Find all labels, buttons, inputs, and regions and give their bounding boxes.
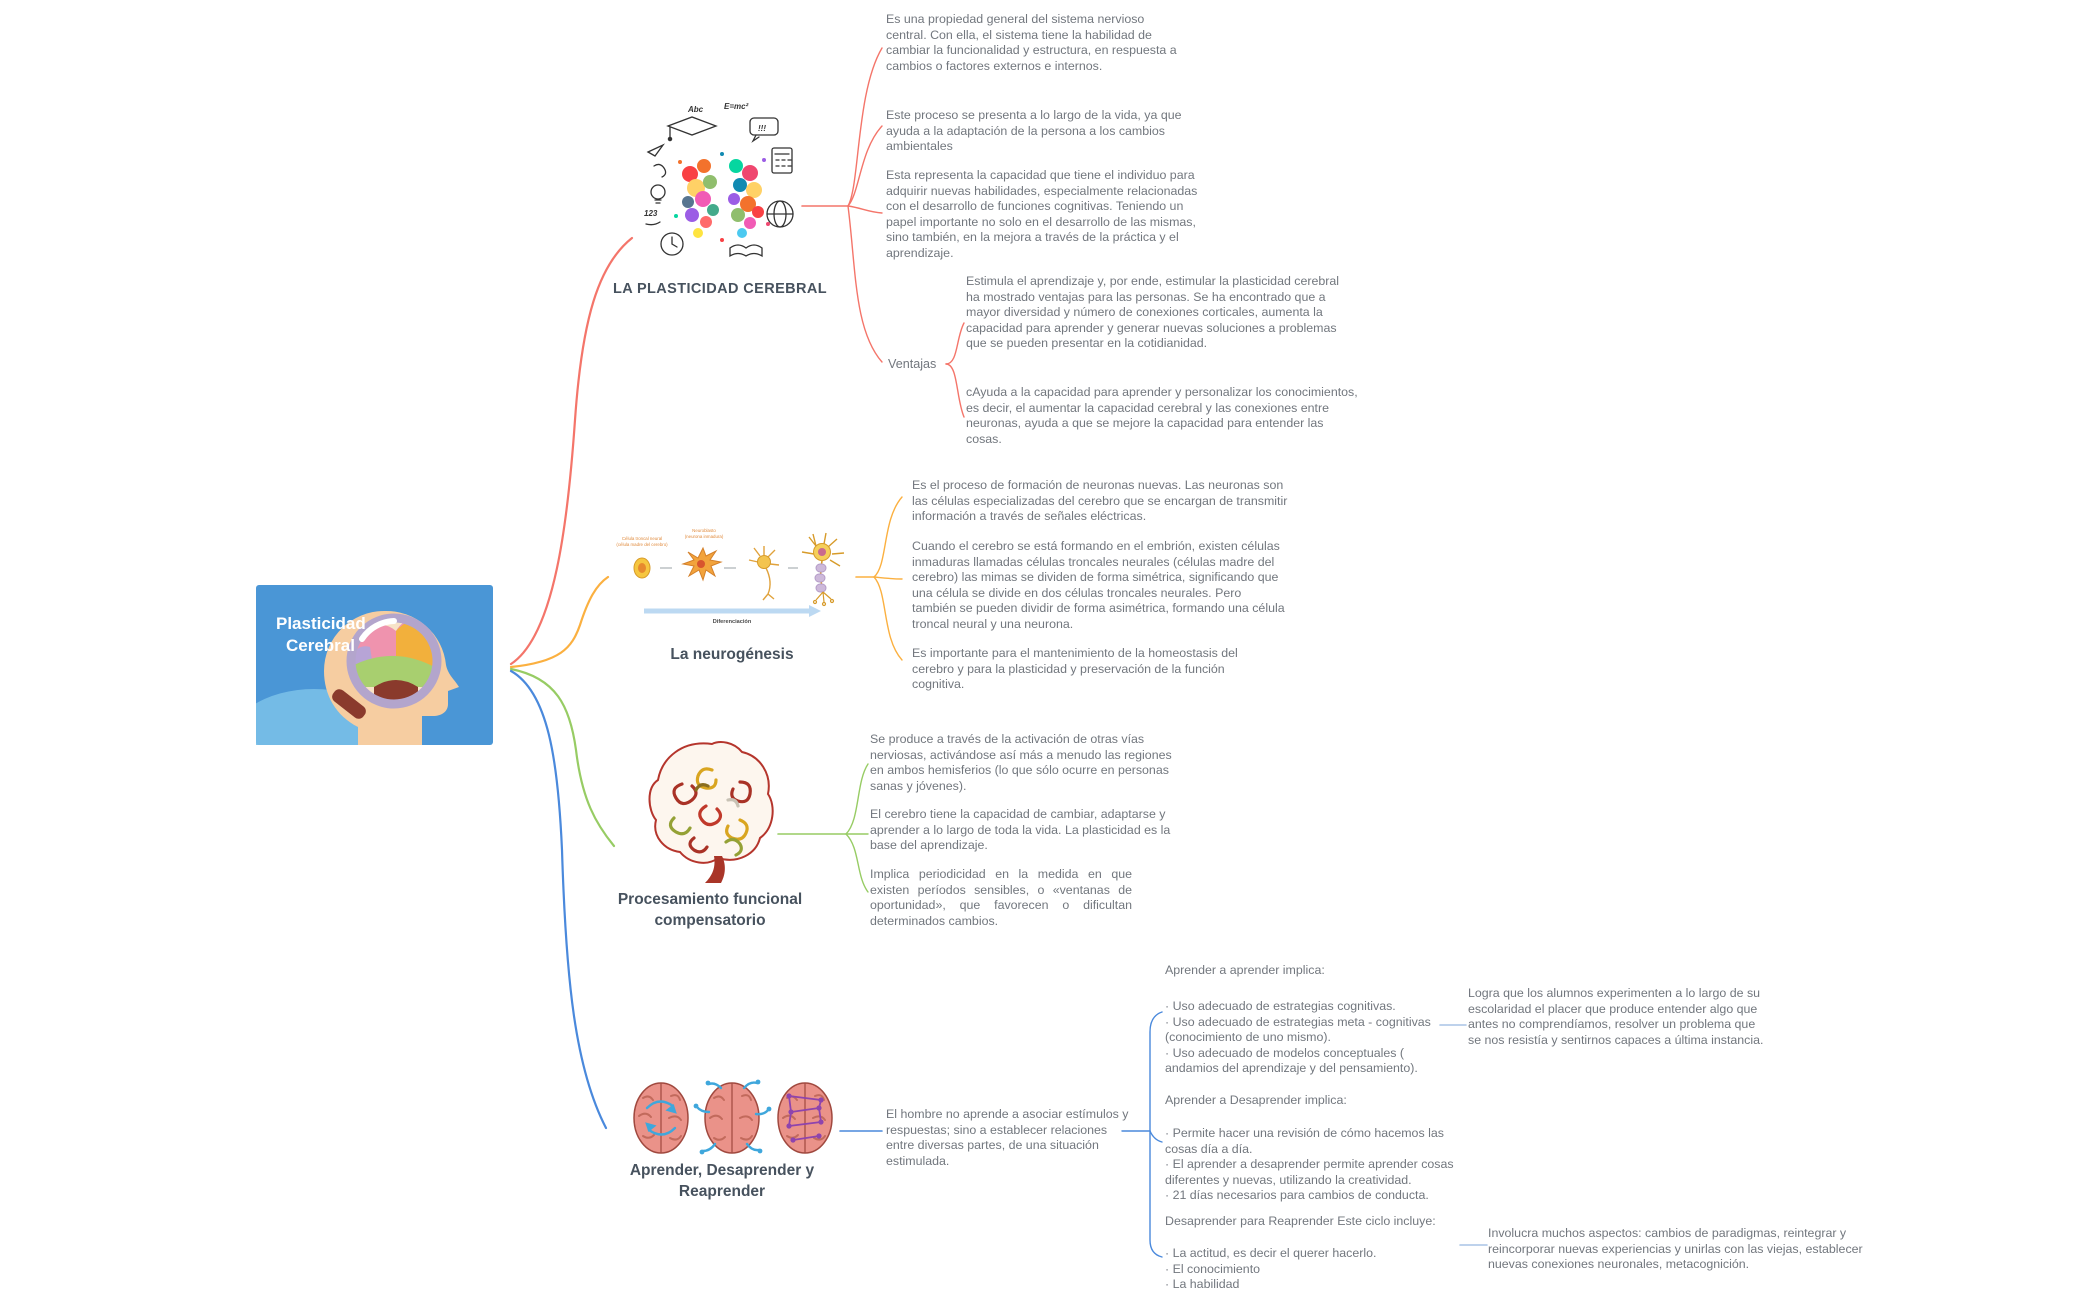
topic-aprender[interactable] [625, 1078, 840, 1160]
swirl-brain-image [648, 741, 774, 883]
aprender-title-line2: Reaprender [678, 1183, 766, 1200]
note-aprender-right-2[interactable]: Involucra muchos aspectos: cambios de pa… [1488, 1226, 1863, 1272]
colorful-brain-shape [674, 152, 770, 242]
note-ventajas-2[interactable]: cAyuda a la capacidad para aprender y pe… [966, 385, 1358, 446]
topic-title-procesamiento: Procesamiento funcional compensatorio [560, 889, 860, 931]
note-neurogenesis-3[interactable]: Es importante para el mantenimiento de l… [912, 646, 1238, 692]
note-aprender-main[interactable]: El hombre no aprende a asociar estímulos… [886, 1107, 1129, 1168]
note-aprender-heading-1[interactable]: Aprender a aprender implica: [1165, 963, 1325, 977]
neuro-label-cell-1: Célula troncal neural [622, 536, 662, 541]
central-title-line2: Cerebral [286, 636, 355, 655]
doodle-numbers-text: 123 [644, 209, 658, 218]
neuron-differentiation-image: Célula troncal neural (célula madre del … [616, 528, 845, 625]
neuro-label-neuroblast-1: Neuroblasto [692, 528, 716, 533]
note-plasticidad-1[interactable]: Es una propiedad general del sistema ner… [886, 12, 1177, 73]
doodle-exclamation-text: !!! [758, 124, 766, 133]
doodle-emc-text: E=mc² [724, 102, 749, 111]
note-plasticidad-3[interactable]: Esta representa la capacidad que tiene e… [886, 168, 1198, 260]
note-plasticidad-2[interactable]: Este proceso se presenta a lo largo de l… [886, 108, 1182, 154]
neuro-label-neuroblast-2: (neurona inmadura) [685, 534, 724, 539]
procesamiento-title-line2: compensatorio [654, 912, 766, 929]
topic-procesamiento[interactable] [642, 736, 784, 886]
central-topic[interactable]: Plasticidad Cerebral [256, 585, 493, 745]
note-procesamiento-3[interactable]: Implica periodicidad en la medida en que… [870, 867, 1132, 928]
note-aprender-bullets-1[interactable]: · Uso adecuado de estrategias cognitivas… [1165, 999, 1431, 1076]
three-brains-image [633, 1079, 833, 1155]
topic-title-plasticidad: LA PLASTICIDAD CEREBRAL [612, 281, 828, 297]
note-aprender-bullets-3[interactable]: · La actitud, es decir el querer hacerlo… [1165, 1246, 1377, 1292]
neuro-label-cell-2: (célula madre del cerebro) [616, 542, 668, 547]
neuro-label-arrow: Diferenciación [713, 619, 752, 625]
brain-doodle-image: Abc E=mc² !!! 123 [644, 102, 794, 258]
note-procesamiento-2[interactable]: El cerebro tiene la capacidad de cambiar… [870, 807, 1171, 853]
note-aprender-bullets-2[interactable]: · Permite hacer una revisión de cómo hac… [1165, 1126, 1454, 1203]
topic-title-neurogenesis: La neurogénesis [670, 646, 794, 663]
note-ventajas-1[interactable]: Estimula el aprendizaje y, por ende, est… [966, 274, 1340, 351]
subtopic-ventajas[interactable]: Ventajas [888, 357, 937, 371]
note-neurogenesis-2[interactable]: Cuando el cerebro se está formando en el… [912, 539, 1285, 631]
topic-title-aprender: Aprender, Desaprender y Reaprender [572, 1160, 872, 1202]
central-topic-image: Plasticidad Cerebral [256, 585, 493, 745]
aprender-title-line1: Aprender, Desaprender y [629, 1162, 815, 1179]
central-title-line1: Plasticidad [276, 614, 366, 633]
note-aprender-heading-2[interactable]: Aprender a Desaprender implica: [1165, 1093, 1347, 1107]
doodle-abc-text: Abc [687, 105, 704, 114]
note-neurogenesis-1[interactable]: Es el proceso de formación de neuronas n… [912, 478, 1288, 524]
topic-neurogenesis[interactable]: Célula troncal neural (célula madre del … [612, 522, 858, 626]
note-aprender-heading-3[interactable]: Desaprender para Reaprender Este ciclo i… [1165, 1214, 1436, 1228]
note-aprender-right-1[interactable]: Logra que los alumnos experimenten a lo … [1468, 986, 1764, 1047]
note-procesamiento-1[interactable]: Se produce a través de la activación de … [870, 732, 1172, 793]
topic-plasticidad-cerebral[interactable]: Abc E=mc² !!! 123 [640, 96, 806, 268]
procesamiento-title-line1: Procesamiento funcional [617, 891, 803, 908]
